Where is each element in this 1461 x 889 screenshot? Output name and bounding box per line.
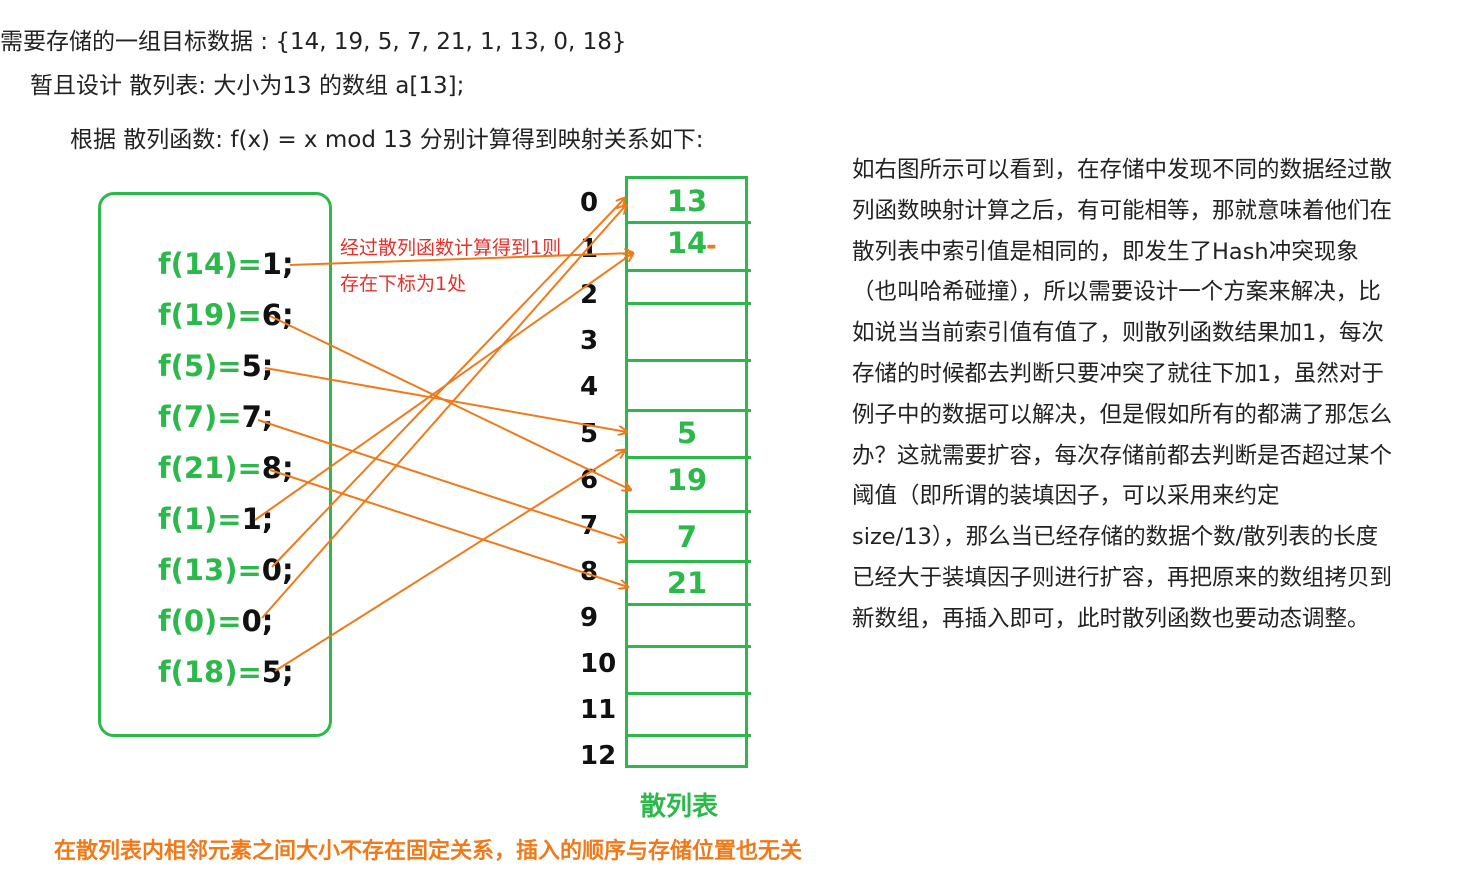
- table-index: 4: [580, 372, 599, 403]
- hash-value: 6: [261, 298, 282, 332]
- table-cell: 7: [676, 520, 698, 554]
- row-divider: [625, 456, 751, 459]
- explanation-line: 如说当当前索引值有值了，则散列函数结果加1，每次: [852, 320, 1384, 347]
- table-cell: 19: [666, 463, 708, 497]
- table-index: 0: [580, 188, 599, 218]
- explanation-line: 阈值（即所谓的装填因子，可以采用来约定: [852, 483, 1280, 510]
- explanation-line: 散列表中索引值是相同的，即发生了Hash冲突现象: [852, 238, 1359, 265]
- hash-function-heading: 根据 散列函数: f(x) = x mod 13 分别计算得到映射关系如下:: [70, 127, 704, 153]
- hash-result-item: f(18)=5;: [158, 655, 294, 689]
- collision-annotation: 经过散列函数计算得到1则 存在下标为1处: [340, 230, 561, 302]
- row-divider: [625, 302, 751, 305]
- row-divider: [625, 603, 751, 606]
- table-cell: 13: [666, 184, 708, 218]
- table-index: 12: [580, 741, 617, 772]
- hash-value: 8: [261, 451, 282, 485]
- explanation-line: 办？这就需要扩容，每次存储前都去判断是否超过某个: [852, 442, 1393, 469]
- hash-expr: f(13)=: [158, 553, 262, 587]
- hash-expr: f(0)=: [158, 604, 242, 638]
- collision-explanation: 如右图所示可以看到，在存储中发现不同的数据经过散列函数映射计算之后，有可能相等，…: [852, 150, 1437, 640]
- hash-expr: f(19)=: [158, 298, 262, 332]
- mapping-arrow: [271, 198, 625, 568]
- row-divider: [625, 692, 751, 695]
- explanation-line: 例子中的数据可以解决，但是假如所有的都满了那怎么: [852, 401, 1393, 428]
- table-cell: 5: [676, 416, 698, 450]
- hash-result-item: f(5)=5;: [158, 349, 273, 383]
- explanation-line: 已经大于装填因子则进行扩容，再把原来的数组拷贝到: [852, 564, 1393, 591]
- data-set-heading: 需要存储的一组目标数据 : {14, 19, 5, 7, 21, 1, 13, …: [0, 29, 627, 55]
- table-index: 8: [580, 556, 599, 587]
- hash-value: 1: [241, 502, 262, 536]
- hash-expr: f(5)=: [158, 349, 242, 383]
- hash-results-box: [98, 192, 332, 737]
- hash-value: 1: [261, 247, 282, 281]
- explanation-line: （也叫哈希碰撞），所以需要设计一个方案来解决，比: [852, 279, 1381, 306]
- row-divider: [625, 734, 751, 737]
- row-divider: [625, 359, 751, 362]
- hash-expr: f(1)=: [158, 502, 242, 536]
- table-index: 10: [580, 649, 617, 679]
- explanation-line: 列函数映射计算之后，有可能相等，那就意味着他们在: [852, 197, 1393, 224]
- hash-value: 0: [241, 604, 262, 638]
- hash-value: 7: [241, 400, 262, 434]
- hash-result-item: f(7)=7;: [158, 400, 273, 434]
- row-divider: [625, 221, 751, 224]
- explanation-line: 新数组，再插入即可，此时散列函数也要动态调整。: [852, 605, 1370, 632]
- semicolon: ;: [281, 247, 294, 281]
- semicolon: ;: [261, 400, 274, 434]
- semicolon: ;: [261, 502, 274, 536]
- row-divider: [625, 645, 751, 648]
- annotation-line-2: 存在下标为1处: [340, 273, 467, 295]
- table-index: 3: [580, 326, 599, 357]
- row-divider: [625, 269, 751, 272]
- semicolon: ;: [261, 604, 274, 638]
- mapping-arrow: [257, 419, 627, 541]
- annotation-dash-mark: -: [706, 231, 717, 261]
- hash-result-item: f(1)=1;: [158, 502, 273, 536]
- explanation-line: size/13），那么当已经存储的数据个数/散列表的长度: [852, 524, 1379, 551]
- mapping-arrow: [269, 469, 628, 587]
- hash-result-item: f(0)=0;: [158, 604, 273, 638]
- hash-value: 5: [261, 655, 282, 689]
- semicolon: ;: [281, 655, 294, 689]
- mapping-arrow: [261, 205, 626, 619]
- mapping-arrow: [264, 367, 627, 432]
- hash-expr: f(7)=: [158, 400, 242, 434]
- hash-expr: f(21)=: [158, 451, 262, 485]
- semicolon: ;: [261, 349, 274, 383]
- hash-table: [625, 176, 748, 768]
- bottom-note: 在散列表内相邻元素之间大小不存在固定关系，插入的顺序与存储位置也无关: [54, 839, 803, 864]
- table-index: 11: [580, 695, 617, 726]
- hash-result-item: f(21)=8;: [158, 451, 294, 485]
- annotation-line-1: 经过散列函数计算得到1则: [340, 237, 562, 259]
- hash-result-item: f(19)=6;: [158, 298, 294, 332]
- semicolon: ;: [281, 553, 294, 587]
- hash-result-item: f(14)=1;: [158, 247, 294, 281]
- table-index: 7: [580, 510, 599, 541]
- hash-table-caption: 散列表: [640, 792, 719, 822]
- hash-result-item: f(13)=0;: [158, 553, 294, 587]
- table-cell: 21: [666, 566, 708, 600]
- explanation-line: 存储的时候都去判断只要冲突了就往下加1，虽然对于: [852, 360, 1384, 387]
- table-design-heading: 暂且设计 散列表: 大小为13 的数组 a[13];: [30, 73, 465, 99]
- hash-expr: f(18)=: [158, 655, 262, 689]
- row-divider: [625, 560, 751, 563]
- explanation-line: 如右图所示可以看到，在存储中发现不同的数据经过散: [852, 157, 1393, 183]
- hash-expr: f(14)=: [158, 247, 262, 281]
- row-divider: [625, 510, 751, 513]
- table-cell: 14: [666, 226, 708, 260]
- mapping-arrow: [289, 253, 633, 266]
- semicolon: ;: [281, 451, 294, 485]
- row-divider: [625, 409, 751, 412]
- mapping-arrow: [274, 450, 625, 672]
- semicolon: ;: [281, 298, 294, 332]
- hash-value: 5: [241, 349, 262, 383]
- table-index: 9: [580, 602, 599, 633]
